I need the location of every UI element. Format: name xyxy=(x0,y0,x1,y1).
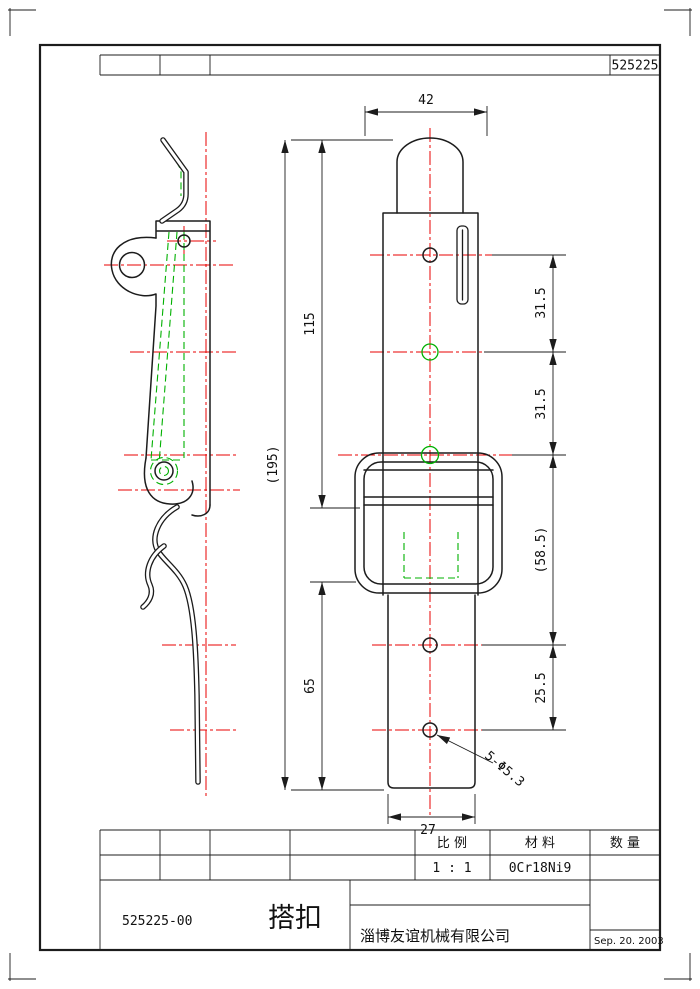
side-view-hidden-lines xyxy=(149,151,185,486)
dim-text-hole-callout: 5-Φ5.3 xyxy=(481,749,527,791)
dim-lower-height: 65 xyxy=(303,581,356,790)
hole-3 xyxy=(420,445,440,465)
corner-marks xyxy=(8,8,692,981)
dim-text-upper-height: 115 xyxy=(303,312,318,335)
dim-hole-pitch-1: 31.5 xyxy=(484,254,566,353)
dim-hole-callout: 5-Φ5.3 xyxy=(436,734,527,791)
plate-hole xyxy=(177,234,191,248)
dim-hole-pitch-3: (58.5) xyxy=(482,454,566,646)
front-view-outline xyxy=(354,137,503,789)
dim-text-top-width: 42 xyxy=(418,93,434,108)
title-block: 比 例 材 料 数 量 1 : 1 0Cr18Ni9 525225-00 搭扣 … xyxy=(99,829,664,950)
quantity-label: 数 量 xyxy=(610,836,640,851)
buckle-inner xyxy=(363,461,494,585)
drawing-code: 525225 xyxy=(612,59,659,74)
hole-5 xyxy=(422,722,438,738)
buckle-band xyxy=(363,469,494,506)
buckle-outer xyxy=(354,452,503,594)
dimensions: 42 27 (195) 115 65 31.5 31. xyxy=(266,93,566,838)
front-view xyxy=(338,128,516,818)
company-name: 淄博友谊机械有限公司 xyxy=(360,927,510,945)
side-view xyxy=(104,132,240,798)
hole-1 xyxy=(422,247,438,263)
hole-4 xyxy=(422,637,438,653)
material-value: 0Cr18Ni9 xyxy=(509,861,572,876)
dim-text-hole-pitch-3: (58.5) xyxy=(534,527,549,574)
scale-label: 比 例 xyxy=(437,836,467,851)
dim-text-bottom-width: 27 xyxy=(420,823,436,838)
top-loop xyxy=(396,137,464,214)
part-number: 525225-00 xyxy=(122,914,192,929)
dim-hole-pitch-2: 31.5 xyxy=(534,352,557,455)
part-name: 搭扣 xyxy=(268,903,322,934)
top-strip: 525225 xyxy=(99,54,660,76)
dim-text-hole-pitch-4: 25.5 xyxy=(534,672,549,703)
front-view-hidden-holes xyxy=(420,343,440,465)
hole-2 xyxy=(421,343,439,361)
scale-value: 1 : 1 xyxy=(432,861,471,876)
dim-text-hole-pitch-1: 31.5 xyxy=(534,287,549,318)
dim-text-hole-pitch-2: 31.5 xyxy=(534,388,549,419)
dim-hole-pitch-4: 25.5 xyxy=(482,645,566,731)
dim-text-overall-height: (195) xyxy=(266,445,281,484)
drawing-date: Sep. 20. 2003 xyxy=(594,936,664,947)
dim-text-lower-height: 65 xyxy=(303,678,318,694)
side-slot xyxy=(456,225,469,305)
hinge-pin xyxy=(154,461,174,481)
drawing-frame xyxy=(38,43,662,952)
lower-strap xyxy=(387,594,476,789)
body-plate xyxy=(382,212,479,596)
side-view-centerlines xyxy=(104,132,240,798)
dim-upper-height: 115 xyxy=(303,140,360,509)
eye-hole xyxy=(118,251,146,279)
side-view-outline xyxy=(110,137,211,785)
dim-bottom-width: 27 xyxy=(387,794,476,838)
dim-top-width: 42 xyxy=(364,93,488,136)
material-label: 材 料 xyxy=(525,836,555,851)
front-view-hidden-lines xyxy=(403,532,459,579)
dim-overall-height: (195) xyxy=(266,139,393,791)
